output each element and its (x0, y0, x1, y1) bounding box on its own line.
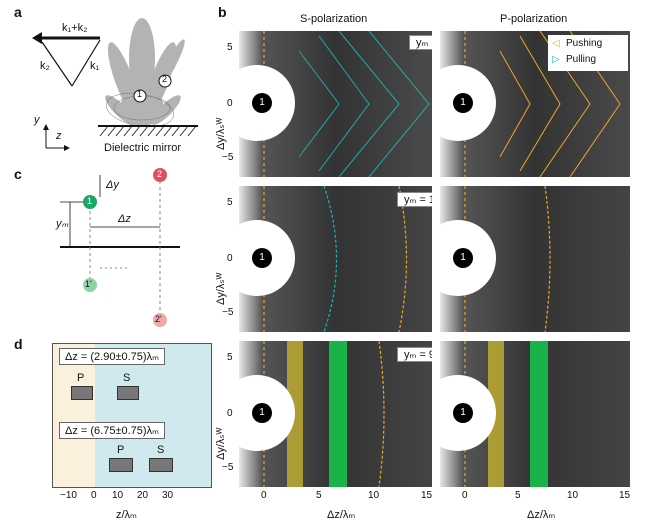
pulling-legend-label: Pulling (566, 54, 597, 65)
scattering-lobes (105, 18, 185, 126)
particle-marker: 1 (252, 93, 272, 113)
p-label-2: P (117, 444, 125, 456)
y-tick: 0 (227, 408, 233, 419)
x-tick: 10 (368, 490, 380, 501)
panel-label-c: c (14, 166, 22, 182)
plot-p-row3: 1 (440, 341, 630, 487)
y-axis-label: y (34, 114, 40, 126)
band-green (530, 341, 548, 487)
plot-p-row1: 1 ◁ Pushing ▷ Pulling (440, 31, 630, 177)
particle-marker: 1 (453, 403, 473, 423)
panel-a: k₁+k₂ k₂ k₁ y z 1 2 Dielectric mirror (20, 18, 220, 163)
trap-s-1 (117, 386, 139, 400)
k-sum-arrowhead (32, 32, 42, 44)
x-tick: −10 (60, 490, 77, 501)
pulling-legend-icon: ▷ (552, 54, 560, 65)
delta-z-box-1: Δz = (2.90±0.75)λₘ (59, 348, 165, 365)
x-tick: 0 (462, 490, 468, 501)
panel-d-xlabel: z/λₘ (116, 509, 137, 521)
y-axis-label-row3: Δy/λₛᵂ (215, 427, 227, 460)
particle-marker: 1 (252, 403, 272, 423)
x-tick: 30 (162, 490, 174, 501)
ym-label-row3: yₘ = 9.6 μm (397, 347, 432, 362)
mirror-label: Dielectric mirror (104, 142, 181, 154)
y-tick: 5 (227, 197, 233, 208)
particle-marker: 1 (252, 248, 272, 268)
panel-d-plot: Δz = (2.90±0.75)λₘ P S Δz = (6.75±0.75)λ… (52, 343, 212, 488)
x-tick: 15 (619, 490, 631, 501)
y-tick: −5 (222, 152, 234, 163)
z-axis-label: z (56, 130, 62, 142)
particle-2-circle (153, 168, 167, 182)
particle-1-label: 1 (137, 89, 143, 99)
x-tick: 10 (567, 490, 579, 501)
s-label-1: S (123, 372, 131, 384)
x-tick: 0 (261, 490, 267, 501)
k-sum-label: k₁+k₂ (62, 22, 88, 34)
x-tick: 10 (112, 490, 124, 501)
x-axis-label-s: Δz/λₘ (327, 509, 356, 521)
trap-p-2 (109, 458, 133, 472)
col-title-s: S-polarization (300, 13, 368, 25)
band-yellow (287, 341, 303, 487)
plot-s-row1: 1 yₘ = ∞ (239, 31, 432, 177)
wave-vector-diagram (32, 18, 198, 151)
y-tick: 5 (227, 352, 233, 363)
x-axis-label-p: Δz/λₘ (527, 509, 556, 521)
y-tick: −5 (222, 307, 234, 318)
k1-arrow (71, 39, 101, 87)
trap-s-2 (149, 458, 173, 472)
p1-label: 1 (87, 196, 93, 206)
k2-label: k₂ (40, 60, 50, 72)
y-tick: −5 (222, 462, 234, 473)
pushing-legend-label: Pushing (566, 38, 603, 49)
k1-label: k₁ (90, 60, 100, 72)
ym-label-row1: yₘ = ∞ (409, 35, 432, 50)
p1-image-label: 1' (85, 279, 92, 289)
x-tick: 20 (137, 490, 149, 501)
dy-label: Δy (106, 179, 119, 191)
s-label-2: S (157, 444, 165, 456)
y-tick: 0 (227, 253, 233, 264)
delta-z-box-2: Δz = (6.75±0.75)λₘ (59, 422, 165, 439)
particle-1-circle (83, 195, 97, 209)
x-tick: 5 (316, 490, 322, 501)
p-label-1: P (77, 372, 85, 384)
ym-label-row2: yₘ = 16 μm (397, 192, 432, 207)
particle-1-image-circle (83, 278, 97, 292)
particle-1 (133, 89, 147, 103)
x-tick: 5 (515, 490, 521, 501)
k2-arrow (41, 41, 73, 87)
plot-s-row2: 1 yₘ = 16 μm (239, 186, 432, 332)
particle-2 (158, 74, 172, 88)
x-tick: 0 (91, 490, 97, 501)
y-axis-label-row1: Δy/λₛᵂ (215, 117, 227, 150)
y-axis-label-row2: Δy/λₛᵂ (215, 272, 227, 305)
particle-marker: 1 (453, 248, 473, 268)
trap-p-1 (71, 386, 93, 400)
geometry-diagram (60, 168, 180, 327)
panel-c: Δy Δz yₘ 1 2 1' 2' (40, 165, 210, 335)
particle-2-label: 2 (162, 74, 168, 84)
dz-label: Δz (118, 213, 131, 225)
pushing-legend-icon: ◁ (552, 38, 560, 49)
p2-label: 2 (157, 169, 163, 179)
band-green (329, 341, 347, 487)
p2-image-label: 2' (155, 314, 162, 324)
y-tick: 5 (227, 42, 233, 53)
x-tick: 15 (421, 490, 433, 501)
band-yellow (488, 341, 504, 487)
particle-marker: 1 (453, 93, 473, 113)
plot-p-row2: 1 (440, 186, 630, 332)
ym-label: yₘ (56, 218, 69, 230)
y-tick: 0 (227, 98, 233, 109)
col-title-p: P-polarization (500, 13, 568, 25)
plot-s-row3: 1 yₘ = 9.6 μm (239, 341, 432, 487)
panel-label-a: a (14, 4, 22, 20)
panel-label-d: d (14, 336, 23, 352)
panel-label-b: b (218, 4, 227, 20)
left-region (53, 344, 95, 487)
legend: ◁ Pushing ▷ Pulling (548, 35, 628, 71)
particle-2-image-circle (153, 313, 167, 327)
